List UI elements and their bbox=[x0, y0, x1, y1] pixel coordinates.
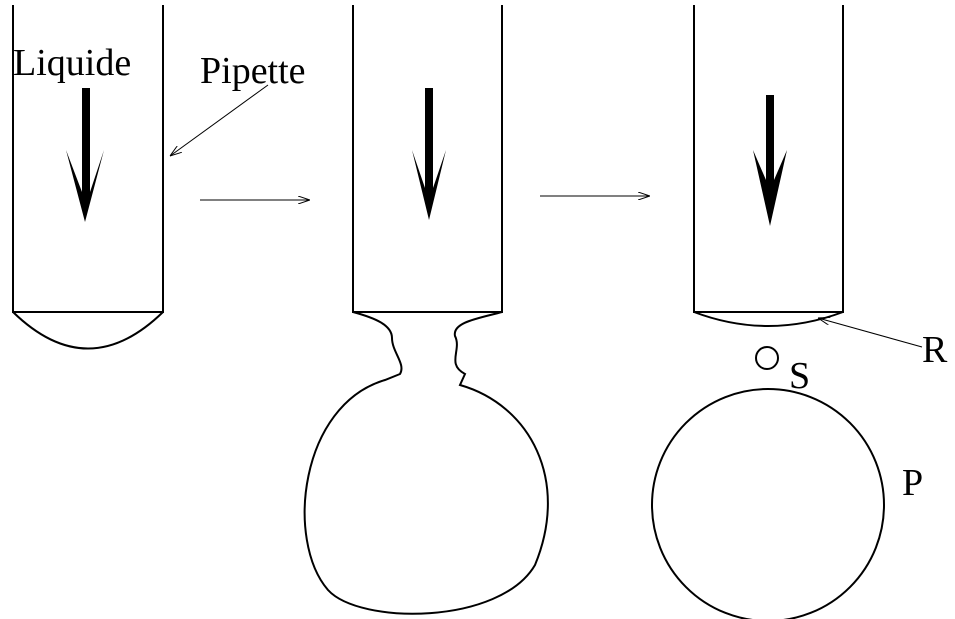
pipette-3 bbox=[693, 5, 844, 313]
flow-arrow-2 bbox=[412, 88, 446, 220]
primary-droplet bbox=[651, 388, 885, 619]
flow-arrow-1 bbox=[66, 88, 104, 222]
stage-2 bbox=[303, 5, 549, 615]
stage-3 bbox=[651, 5, 885, 619]
stage-1 bbox=[12, 5, 164, 350]
liquid-label: Liquide bbox=[13, 42, 131, 84]
primary-drop-label: P bbox=[902, 462, 923, 504]
pipette-1 bbox=[12, 5, 164, 313]
meniscus-drop-1 bbox=[12, 311, 164, 350]
flow-arrow-3 bbox=[753, 95, 787, 226]
rim-pointer bbox=[818, 318, 923, 348]
necking-drop bbox=[303, 311, 549, 615]
rim-label: R bbox=[922, 329, 948, 371]
satellite-droplet bbox=[755, 346, 779, 370]
satellite-label: S bbox=[789, 355, 810, 397]
pipette-pointer bbox=[170, 84, 269, 156]
pipette-2 bbox=[352, 5, 503, 313]
pipette-label: Pipette bbox=[200, 50, 306, 92]
